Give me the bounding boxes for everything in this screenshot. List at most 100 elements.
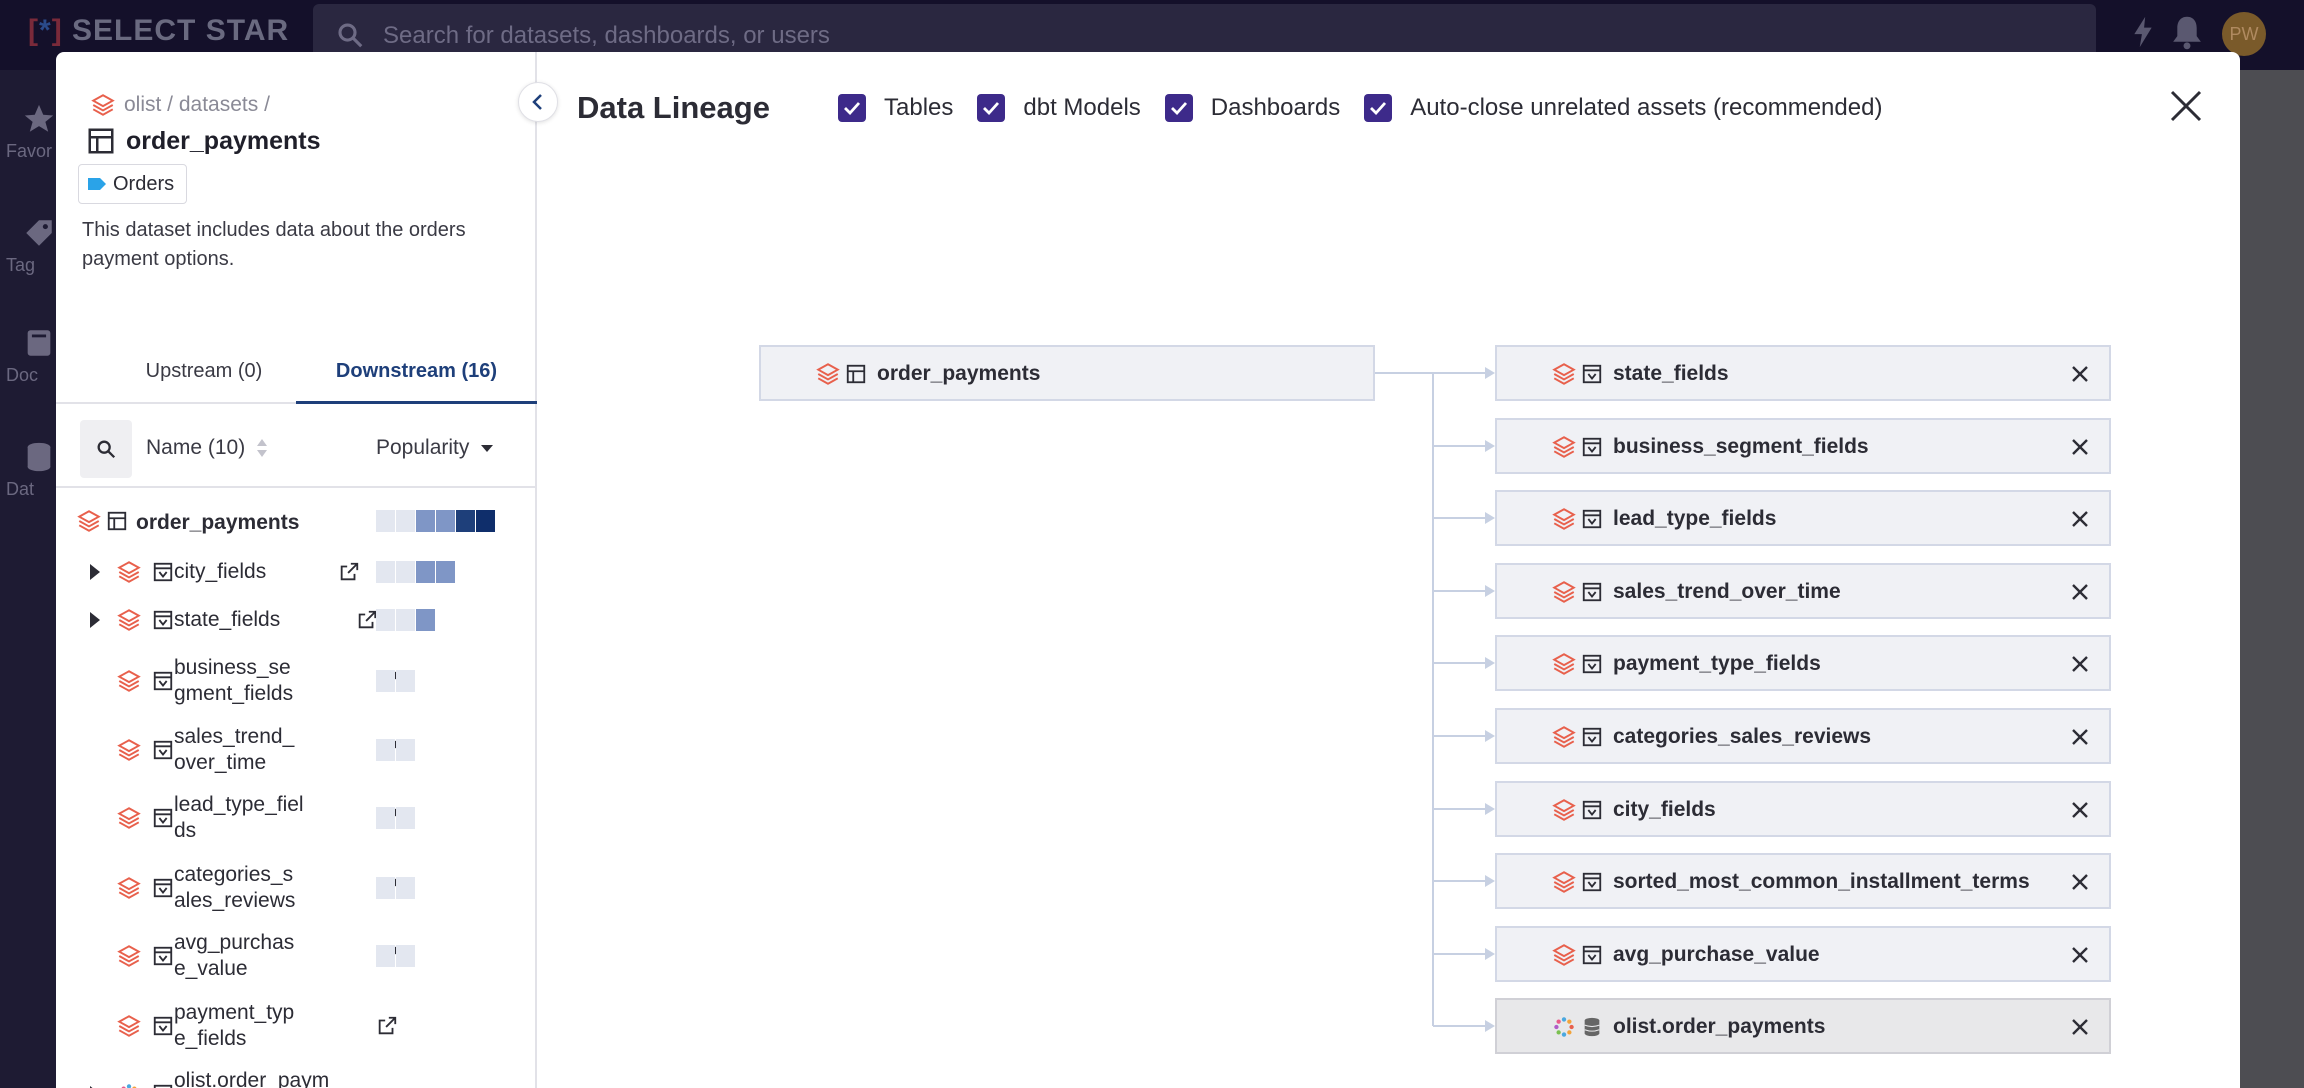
bell-icon[interactable] (2170, 14, 2204, 50)
collapse-sidebar-button[interactable] (518, 82, 558, 122)
dbt-model-icon (153, 610, 173, 630)
dbt-layers-icon (1552, 436, 1576, 458)
popularity-segment (456, 510, 475, 532)
lineage-node-label: avg_purchase_value (1613, 943, 1820, 966)
lineage-target-node[interactable]: business_segment_fields (1495, 418, 2111, 474)
external-link-icon[interactable] (338, 561, 360, 583)
list-item[interactable]: sales_trend_over_time (56, 722, 537, 778)
list-search-button[interactable] (80, 420, 132, 478)
remove-node-icon[interactable] (2069, 726, 2091, 748)
lineage-target-node[interactable]: sorted_most_common_installment_terms (1495, 853, 2111, 909)
lineage-target-node[interactable]: payment_type_fields (1495, 635, 2111, 691)
dbt-model-icon (1582, 437, 1602, 457)
popularity-segment (376, 510, 395, 532)
dbt-model-icon (1582, 654, 1602, 674)
check-icon (1170, 102, 1187, 115)
lineage-target-node[interactable]: city_fields (1495, 781, 2111, 837)
external-link-icon[interactable] (376, 1015, 398, 1037)
looker-icon (1554, 1017, 1574, 1037)
list-item[interactable]: olist.order_payments (56, 1066, 537, 1088)
lineage-target-node[interactable]: olist.order_payments (1495, 998, 2111, 1054)
name-column-header[interactable]: Name (10) (146, 436, 269, 460)
remove-node-icon[interactable] (2069, 436, 2091, 458)
dbt-model-icon (153, 671, 173, 691)
lineage-target-node[interactable]: state_fields (1495, 345, 2111, 401)
dataset-title-row: order_payments (86, 126, 321, 156)
lineage-title: Data Lineage (577, 90, 770, 125)
popularity-segment (376, 670, 395, 692)
checkbox[interactable] (1164, 94, 1193, 122)
tab-downstream[interactable]: Downstream (16) (296, 342, 537, 404)
expand-caret-icon[interactable] (90, 1086, 100, 1088)
dbt-layers-icon (91, 94, 115, 116)
lineage-target-node[interactable]: lead_type_fields (1495, 490, 2111, 546)
remove-node-icon[interactable] (2069, 508, 2091, 530)
filter-dbt[interactable]: dbt Models (977, 94, 1141, 122)
dbt-model-icon (153, 878, 173, 898)
breadcrumb[interactable]: olist / datasets / (90, 92, 270, 118)
lineage-modal: olist / datasets / order_payments Orders… (56, 52, 2240, 1088)
list-item[interactable]: state_fields (56, 605, 537, 635)
dbt-model-icon (1582, 364, 1602, 384)
popularity-column-header[interactable]: Popularity (376, 436, 495, 460)
close-icon[interactable] (2166, 86, 2206, 126)
lineage-target-node[interactable]: sales_trend_over_time (1495, 563, 2111, 619)
lineage-node-label: business_segment_fields (1613, 435, 1869, 458)
remove-node-icon[interactable] (2069, 1016, 2091, 1038)
edge-arrow-icon (1485, 585, 1495, 597)
popularity-segment (396, 510, 415, 532)
popularity-segment (396, 561, 415, 583)
popularity-bar (376, 877, 415, 899)
remove-node-icon[interactable] (2069, 363, 2091, 385)
checkbox[interactable] (977, 94, 1006, 122)
app-logo[interactable]: [*] SELECT STAR (28, 14, 290, 47)
nav-favorites[interactable]: Favor (6, 102, 56, 162)
external-link-icon[interactable] (356, 609, 378, 631)
filter-dashboards[interactable]: Dashboards (1164, 94, 1340, 122)
list-item[interactable]: city_fields (56, 557, 537, 587)
dbt-model-icon (1582, 872, 1602, 892)
checkbox[interactable] (838, 94, 866, 122)
nav-data[interactable]: Dat (6, 440, 56, 500)
tab-upstream[interactable]: Upstream (0) (145, 360, 263, 382)
user-avatar[interactable]: PW (2222, 12, 2266, 56)
nav-docs[interactable]: Doc (6, 326, 56, 386)
popularity-bar (376, 609, 435, 631)
list-item-label: city_fields (174, 560, 267, 583)
dbt-layers-icon (117, 877, 141, 899)
lineage-target-node[interactable]: avg_purchase_value (1495, 926, 2111, 982)
list-item-root[interactable]: order_payments (56, 504, 537, 540)
dbt-layers-icon (117, 739, 141, 761)
remove-node-icon[interactable] (2069, 871, 2091, 893)
popularity-segment (376, 877, 395, 899)
expand-caret-icon[interactable] (90, 564, 100, 580)
table-icon (153, 1084, 173, 1088)
list-header: Name (10) Popularity (56, 406, 537, 488)
orders-tag[interactable]: Orders (78, 164, 188, 204)
popularity-segment (376, 561, 395, 583)
nav-tags[interactable]: Tag (6, 216, 56, 276)
lineage-source-node[interactable]: order_payments (759, 345, 1375, 401)
popularity-segment (396, 807, 415, 829)
remove-node-icon[interactable] (2069, 799, 2091, 821)
lineage-target-node[interactable]: categories_sales_reviews (1495, 708, 2111, 764)
remove-node-icon[interactable] (2069, 653, 2091, 675)
remove-node-icon[interactable] (2069, 581, 2091, 603)
checkbox[interactable] (1364, 94, 1393, 122)
dbt-layers-icon (1552, 871, 1576, 893)
remove-node-icon[interactable] (2069, 944, 2091, 966)
filter-autoclose[interactable]: Auto-close unrelated assets (recommended… (1364, 94, 1882, 122)
lineage-node-label: lead_type_fields (1613, 507, 1777, 530)
dbt-layers-icon (117, 807, 141, 829)
edge-arrow-icon (1485, 948, 1495, 960)
list-item-label: olist.order_payments (174, 1069, 330, 1088)
expand-caret-icon[interactable] (90, 612, 100, 628)
lightning-icon[interactable] (2130, 14, 2156, 50)
edge-arrow-icon (1485, 875, 1495, 887)
filter-tables[interactable]: Tables (838, 94, 953, 122)
